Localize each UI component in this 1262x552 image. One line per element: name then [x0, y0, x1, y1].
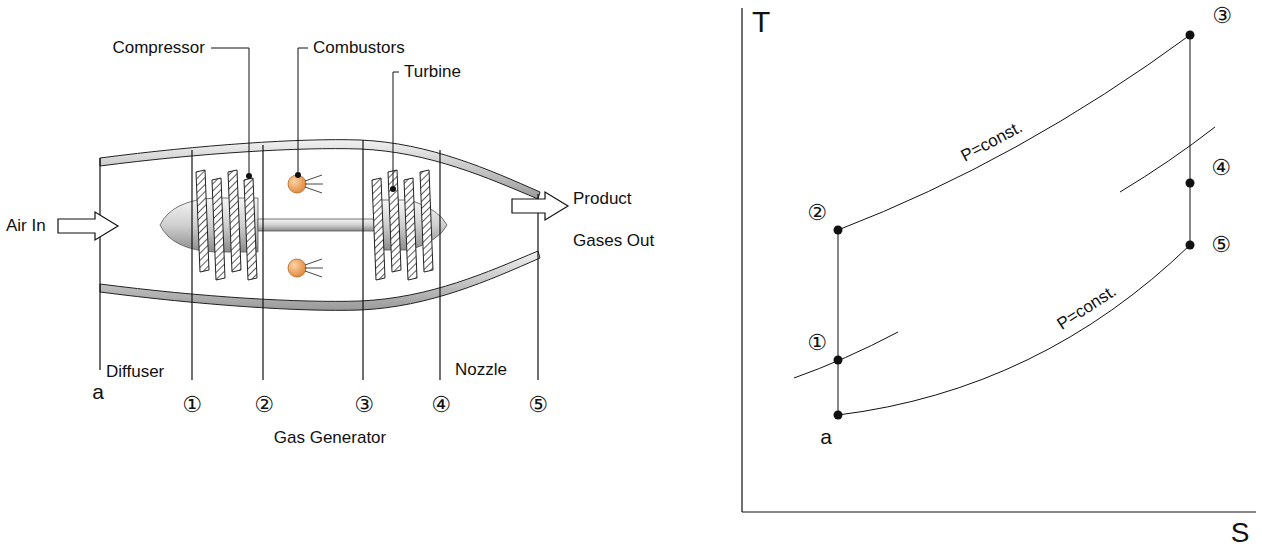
combustor	[288, 175, 323, 277]
isobar-label: P=const.	[1054, 281, 1121, 334]
leader-lines	[211, 48, 399, 186]
section-name: Diffuser	[106, 362, 164, 382]
shaft	[258, 219, 378, 231]
turbine-blades	[372, 170, 433, 280]
label-holder: ①	[182, 392, 202, 418]
state-number: ①	[807, 330, 827, 356]
compressor-blades	[196, 170, 257, 280]
isobar-label: P=const.	[958, 117, 1026, 166]
process-lines	[838, 35, 1190, 415]
label-holder: ③	[354, 392, 374, 418]
isobars	[794, 35, 1215, 415]
engine-housing	[100, 251, 540, 310]
axis-label: S	[1231, 516, 1250, 550]
station-lines	[100, 140, 538, 380]
label-holder: S	[1231, 516, 1250, 550]
label-holder: Turbine	[404, 62, 461, 82]
state-label: a	[820, 424, 832, 449]
label-holder: ⑤	[1211, 232, 1231, 258]
state-number: ③	[1212, 3, 1232, 29]
flow-label: Air In	[6, 216, 46, 236]
state-number: ⑤	[1211, 232, 1231, 258]
label-holder: Gas Generator	[274, 428, 386, 448]
engine-housing	[100, 140, 540, 199]
station-number: ⑤	[528, 392, 548, 418]
state-points	[834, 31, 1195, 420]
leader-dots	[246, 172, 396, 192]
inflow-arrow	[58, 212, 118, 240]
label-holder: ③	[1212, 3, 1232, 29]
label-holder: Compressor	[112, 38, 205, 58]
station-number: a	[92, 379, 104, 404]
label-holder: ④	[1211, 155, 1231, 181]
label-holder: a	[820, 424, 832, 449]
label-holder: ④	[431, 392, 451, 418]
label-holder: ②	[807, 200, 827, 226]
label-holder: ①	[807, 330, 827, 356]
station-number: ③	[354, 392, 374, 418]
outflow-arrow	[512, 192, 568, 220]
station-number: ④	[431, 392, 451, 418]
label-holder: P=const.	[1054, 281, 1121, 334]
spinner	[160, 198, 258, 252]
label-holder: Air In	[6, 216, 46, 236]
axis-label: T	[752, 4, 770, 40]
label-holder: T	[752, 4, 770, 40]
label-holder: Combustors	[313, 38, 405, 58]
flow-label: Product Gases Out	[573, 189, 654, 250]
label-holder: Diffuser	[106, 362, 164, 382]
part-name: Compressor	[112, 38, 205, 58]
section-name: Gas Generator	[274, 428, 386, 448]
station-number: ②	[254, 392, 274, 418]
label-holder: P=const.	[958, 117, 1026, 166]
label-holder: ②	[254, 392, 274, 418]
state-number: ②	[807, 200, 827, 226]
label-holder: Nozzle	[455, 360, 507, 380]
label-holder: Product Gases Out	[573, 178, 668, 262]
axes	[742, 8, 1256, 512]
label-holder: ⑤	[528, 392, 548, 418]
part-name: Combustors	[313, 38, 405, 58]
station-number: ①	[182, 392, 202, 418]
section-name: Nozzle	[455, 360, 507, 380]
part-name: Turbine	[404, 62, 461, 82]
label-holder: a	[92, 379, 104, 404]
state-number: ④	[1211, 155, 1231, 181]
